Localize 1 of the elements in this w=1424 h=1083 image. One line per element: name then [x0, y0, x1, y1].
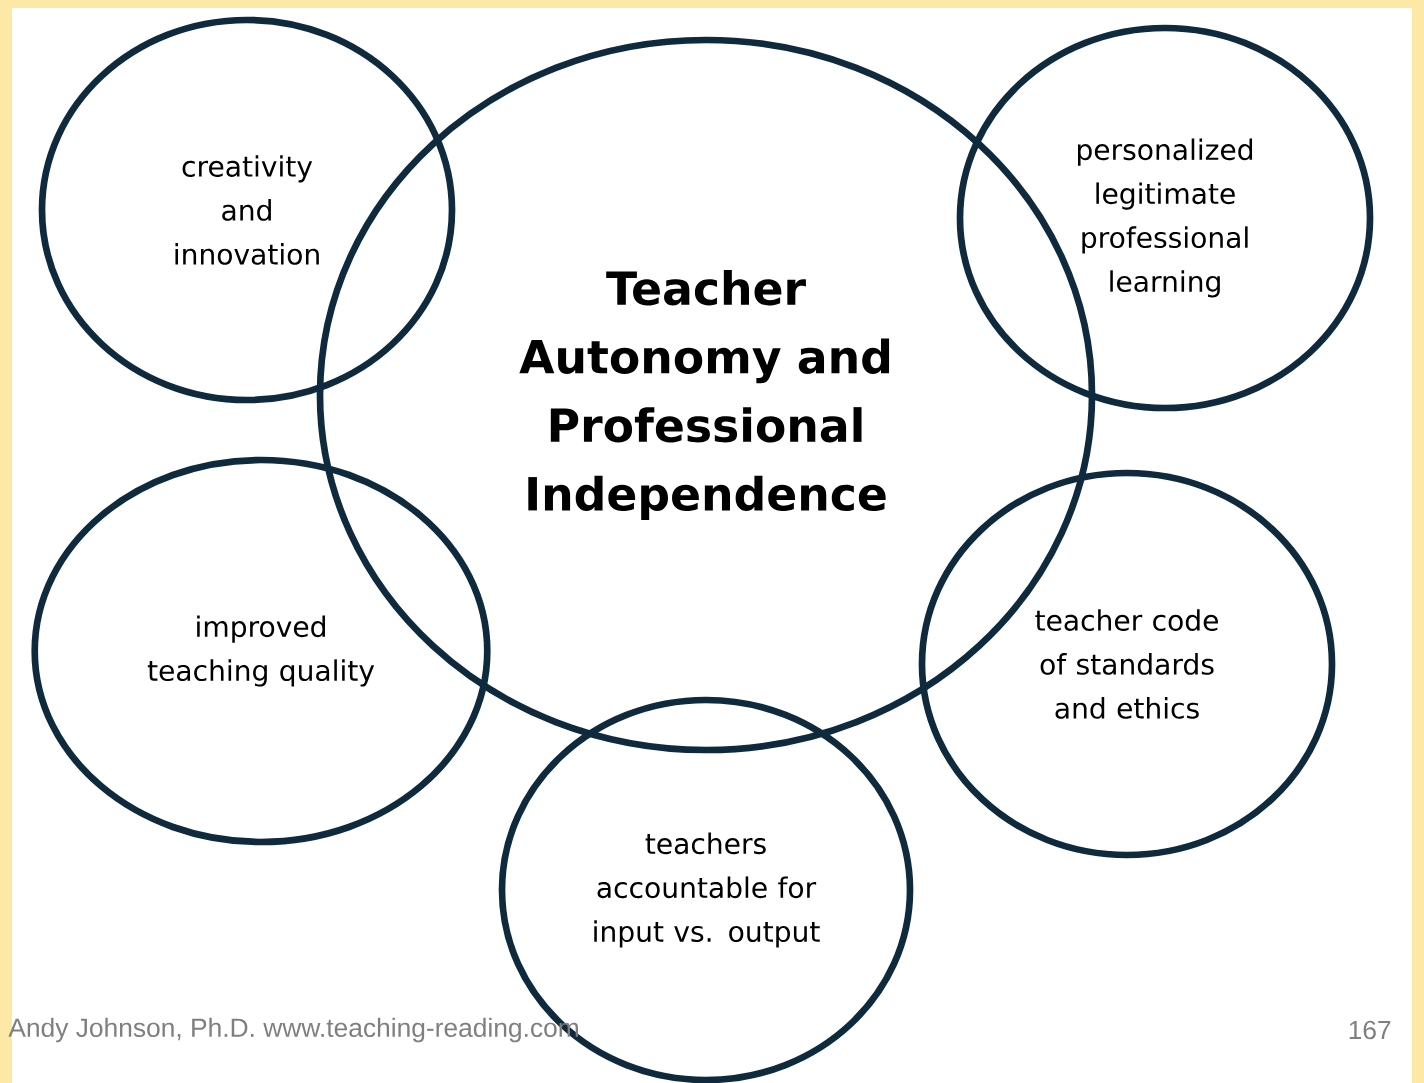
page-number: 167 [1349, 1020, 1391, 1040]
